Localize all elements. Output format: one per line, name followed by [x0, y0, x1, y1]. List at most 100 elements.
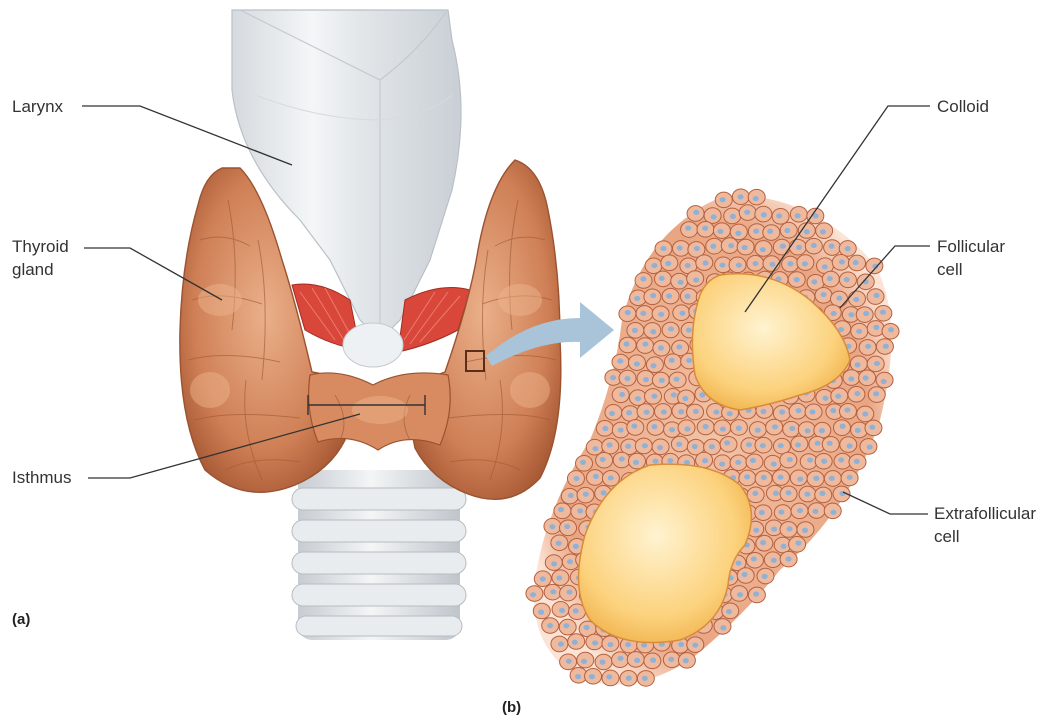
cell-nucleus [651, 424, 657, 429]
cell-nucleus [693, 210, 699, 215]
cell-nucleus [573, 476, 579, 481]
cell-nucleus [836, 296, 842, 301]
cell-nucleus [844, 407, 850, 412]
cell-nucleus [844, 277, 850, 282]
cell-nucleus [784, 228, 790, 233]
cell-nucleus [730, 214, 736, 219]
cell-nucleus [682, 396, 688, 401]
cell-nucleus [796, 245, 802, 250]
cell-nucleus [737, 592, 743, 597]
cell-nucleus [567, 589, 573, 594]
cell-nucleus [719, 461, 725, 466]
cell-nucleus [668, 657, 674, 662]
cell-nucleus [735, 460, 741, 465]
cell-nucleus [831, 311, 837, 316]
cell-nucleus [626, 676, 632, 681]
cell-nucleus [805, 428, 811, 433]
cell-nucleus [794, 277, 800, 282]
cell-nucleus [692, 642, 698, 647]
cell-nucleus [888, 327, 894, 332]
cell-nucleus [538, 610, 544, 615]
cell-nucleus [863, 375, 869, 380]
cell-nucleus [811, 279, 817, 284]
cell-nucleus [686, 327, 692, 332]
cell-nucleus [829, 476, 835, 481]
cell-nucleus [811, 243, 817, 248]
cell-nucleus [778, 443, 784, 448]
cell-nucleus [530, 592, 536, 597]
cell-nucleus [679, 311, 685, 316]
cell-nucleus [769, 262, 775, 267]
cell-nucleus [827, 441, 833, 446]
cell-nucleus [658, 345, 664, 350]
cell-nucleus [713, 409, 719, 414]
cell-nucleus [659, 378, 665, 383]
panel-label-a: (a) [12, 611, 30, 628]
cell-nucleus [653, 459, 659, 464]
cell-nucleus [753, 196, 759, 201]
cell-nucleus [795, 540, 801, 545]
cell-nucleus [651, 363, 657, 368]
cell-nucleus [742, 245, 748, 250]
cell-nucleus [830, 408, 836, 413]
cell-nucleus [735, 231, 741, 236]
cell-nucleus [787, 526, 793, 531]
cell-nucleus [821, 292, 827, 297]
cell-nucleus [650, 293, 656, 298]
cell-nucleus [624, 376, 630, 381]
cell-nucleus [778, 509, 784, 514]
cell-nucleus [744, 474, 750, 479]
cell-nucleus [827, 276, 833, 281]
cell-nucleus [693, 277, 699, 282]
cell-nucleus [666, 293, 672, 298]
cell-nucleus [641, 642, 647, 647]
cell-nucleus [728, 243, 734, 248]
cell-nucleus [797, 477, 803, 482]
cell-nucleus [703, 424, 709, 429]
cell-nucleus [617, 358, 623, 363]
cell-nucleus [710, 244, 716, 249]
cell-nucleus [551, 561, 557, 566]
cell-nucleus [802, 261, 808, 266]
cell-nucleus [634, 361, 640, 366]
cell-nucleus [787, 261, 793, 266]
cell-nucleus [556, 575, 562, 580]
cell-nucleus [873, 391, 879, 396]
cell-nucleus [786, 556, 792, 561]
cell-nucleus [702, 226, 708, 231]
cell-nucleus [667, 458, 673, 463]
cell-nucleus [581, 659, 587, 664]
cell-nucleus [853, 260, 859, 265]
cell-nucleus [847, 443, 853, 448]
cell-nucleus [795, 213, 801, 218]
cell-nucleus [694, 246, 700, 251]
cell-nucleus [617, 656, 623, 661]
cell-nucleus [685, 225, 691, 230]
cell-nucleus [643, 377, 649, 382]
cell-nucleus [640, 311, 646, 316]
cell-nucleus [625, 642, 631, 647]
cell-nucleus [573, 544, 579, 549]
cell-nucleus [678, 642, 684, 647]
cell-nucleus [642, 443, 648, 448]
cell-nucleus [559, 608, 565, 613]
cell-nucleus [651, 394, 657, 399]
cell-nucleus [781, 544, 787, 549]
cell-nucleus [819, 428, 825, 433]
cell-nucleus [650, 329, 656, 334]
cell-nucleus [642, 341, 648, 346]
cell-nucleus [760, 443, 766, 448]
cell-nucleus [678, 409, 684, 414]
cell-nucleus [676, 344, 682, 349]
cell-nucleus [736, 426, 742, 431]
cell-nucleus [751, 556, 757, 561]
cell-nucleus [835, 394, 841, 399]
cell-nucleus [592, 640, 598, 645]
cell-nucleus [583, 492, 589, 497]
cell-nucleus [761, 475, 767, 480]
cell-nucleus [558, 507, 564, 512]
cell-nucleus [883, 344, 889, 349]
cell-nucleus [760, 247, 766, 252]
cell-nucleus [727, 411, 733, 416]
cell-nucleus [642, 676, 648, 681]
